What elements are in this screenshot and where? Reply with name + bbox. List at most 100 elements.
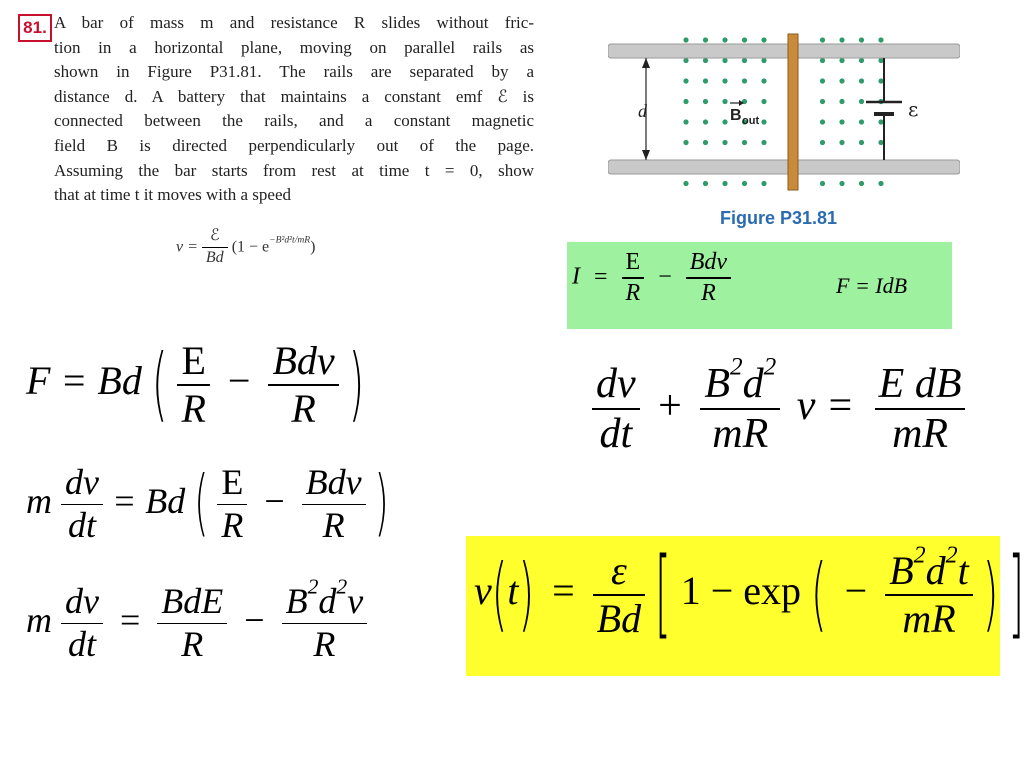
field-dot xyxy=(839,139,845,146)
field-dot xyxy=(858,139,865,146)
frac-num: ε xyxy=(611,548,627,593)
field-dot xyxy=(683,78,689,84)
current-equation: I = E R − Bdv R xyxy=(572,249,732,306)
edb-over-mr: E dB mR xyxy=(874,362,966,457)
frac-den: dt xyxy=(67,624,96,665)
emf-over-r: E R xyxy=(621,249,645,306)
b2d2-over-mr: B2d2 mR xyxy=(700,353,781,456)
field-dot xyxy=(683,139,689,146)
top-rail xyxy=(607,43,961,59)
d-label: d xyxy=(638,101,648,121)
yellow-highlight-box xyxy=(466,536,1000,676)
problem-line: Assuming the bar starts from rest at tim… xyxy=(54,160,534,180)
field-dot xyxy=(878,78,884,84)
frac-den: dt xyxy=(599,410,633,457)
b-field-subscript: out xyxy=(742,115,759,127)
field-dot xyxy=(683,98,689,105)
minus-sign: − xyxy=(264,480,285,521)
frac-den: mR xyxy=(892,410,949,457)
field-dot xyxy=(683,180,689,187)
emf-label: ε xyxy=(908,97,918,121)
field-dot xyxy=(741,139,748,146)
frac-den: R xyxy=(322,505,345,546)
frac-num: dv xyxy=(65,581,99,621)
frac-den: R xyxy=(181,385,206,431)
frac-num: dv xyxy=(65,462,99,502)
field-dot xyxy=(878,37,884,43)
dv-dt: dv dt xyxy=(61,462,103,545)
field-dot xyxy=(702,57,709,64)
field-dot xyxy=(878,139,884,146)
field-dot xyxy=(761,119,767,125)
field-dot xyxy=(819,78,826,84)
field-dot xyxy=(702,119,709,125)
answer-frac-den: Bd xyxy=(205,249,224,267)
field-dot xyxy=(819,139,826,146)
left-bracket: [ xyxy=(655,539,671,650)
field-dot xyxy=(722,119,728,125)
field-dot xyxy=(858,119,865,125)
frac-num: B2d2t xyxy=(889,542,969,593)
problem-line: tion in a horizontal plane, moving on pa… xyxy=(54,37,534,57)
frac-num: dv xyxy=(596,361,636,407)
b-field-label: B xyxy=(730,107,742,124)
field-dot xyxy=(858,98,865,105)
frac-den: R xyxy=(181,624,204,665)
eq-rhs-start: = Bd xyxy=(111,480,186,521)
differential-equation: dv dt + B2d2 mR v = E dB mR xyxy=(592,353,966,457)
rails-diagram: d B out ε xyxy=(607,33,961,191)
circuit-figure: d B out ε xyxy=(607,30,961,200)
field-dot xyxy=(839,98,845,105)
field-dot xyxy=(878,57,884,64)
expanded-newton-equation: m dv dt = BdE R − B2d2v R xyxy=(26,576,368,665)
frac-num: E xyxy=(181,338,206,383)
minus-sign: − xyxy=(244,599,265,640)
problem-line: shown in Figure P31.81. The rails are se… xyxy=(54,62,534,82)
field-dot xyxy=(839,37,845,43)
right-paren: ) xyxy=(348,338,365,431)
field-dot xyxy=(722,98,728,105)
frac-den: R xyxy=(291,385,316,431)
field-dot xyxy=(741,57,748,64)
frac-num: Bdv xyxy=(305,462,362,502)
field-dot xyxy=(741,180,748,187)
frac-num: Bdv xyxy=(689,249,728,275)
b2d2v-over-r: B2d2v R xyxy=(281,576,368,664)
answer-fraction: ℰ Bd xyxy=(201,227,228,267)
field-dot xyxy=(761,57,767,64)
minus-sign: − xyxy=(658,263,672,290)
plus-sign: + xyxy=(658,382,682,429)
frac-num: E xyxy=(221,462,244,502)
field-dot xyxy=(819,37,826,43)
right-paren: ) xyxy=(374,462,389,545)
current-symbol: I xyxy=(572,263,580,290)
velocity-term: v = xyxy=(796,382,855,429)
left-paren: ( xyxy=(151,338,168,431)
field-dot xyxy=(683,57,689,64)
problem-line: connected between the rails, and a const… xyxy=(54,111,534,131)
bottom-rail xyxy=(607,159,961,175)
field-dot xyxy=(722,180,728,187)
frac-num: B2d2 xyxy=(704,353,777,407)
frac-den: R xyxy=(625,279,641,306)
minus-sign: − xyxy=(227,357,251,403)
one-minus-exp: 1 − exp xyxy=(680,567,802,613)
field-dot xyxy=(702,180,709,187)
bde-over-r: BdE R xyxy=(157,582,228,665)
field-dot xyxy=(761,37,767,43)
right-paren: ) xyxy=(518,548,535,641)
left-paren: ( xyxy=(491,548,508,641)
field-dot xyxy=(702,78,709,84)
mass-symbol: m xyxy=(26,599,52,640)
field-dot xyxy=(761,180,767,187)
equals-sign: = xyxy=(552,567,575,613)
frac-num: E xyxy=(625,249,641,275)
force-equation: F = Bd ( E R − Bdv R ) xyxy=(26,340,364,430)
sliding-bar xyxy=(787,33,799,191)
problem-number: 81. xyxy=(18,14,52,42)
emf-over-r: E R xyxy=(217,462,248,545)
left-paren: ( xyxy=(194,462,209,545)
dv-dt: dv dt xyxy=(592,362,640,456)
mass-symbol: m xyxy=(26,480,52,521)
problem-line: field B is directed perpendicularly out … xyxy=(54,135,534,155)
